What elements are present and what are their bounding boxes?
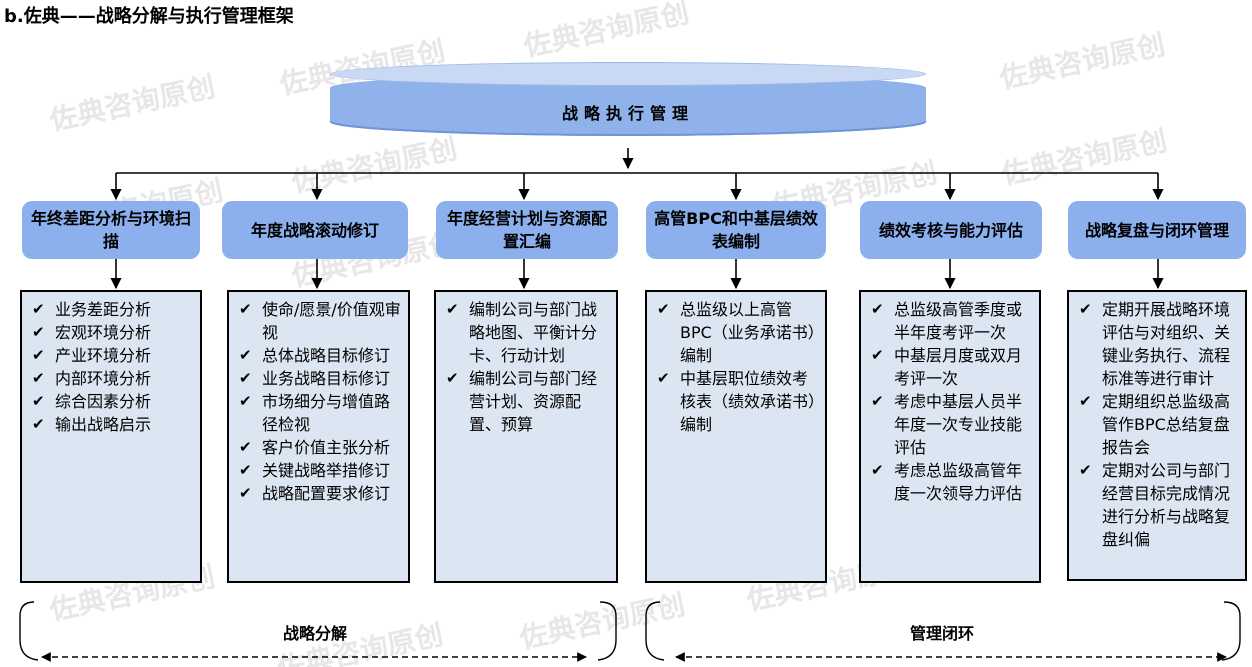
cylinder-label: 战略执行管理 — [561, 104, 694, 123]
check-icon: ✔ — [239, 484, 252, 502]
stage-detail-box: ✔定期开展战略环境评估与对组织、关键业务执行、流程标准等进行审计 ✔定期组织总监… — [1067, 290, 1247, 581]
list-item: ✔战略配置要求修订 — [239, 484, 391, 503]
check-icon: ✔ — [32, 323, 45, 341]
stage-header: 年度战略滚动修订 — [222, 201, 408, 259]
list-item: ✔中基层职位绩效考核表（绩效承诺书）编制 — [657, 369, 817, 434]
check-icon: ✔ — [657, 369, 670, 387]
list-item: ✔输出战略启示 — [32, 415, 152, 434]
check-icon: ✔ — [871, 461, 884, 479]
check-icon: ✔ — [871, 346, 884, 364]
check-icon: ✔ — [871, 300, 884, 318]
list-item: ✔考虑中基层人员半年度一次专业技能评估 — [871, 392, 1023, 457]
check-icon: ✔ — [32, 300, 45, 318]
stage-header: 高管BPC和中基层绩效表编制 — [646, 201, 826, 259]
phase-bracket-left — [19, 601, 39, 661]
list-item: ✔客户价值主张分析 — [239, 438, 391, 457]
cylinder-top — [330, 62, 926, 86]
stage-header: 战略复盘与闭环管理 — [1068, 201, 1246, 259]
stage-detail-box: ✔总监级以上高管BPC（业务承诺书）编制 ✔中基层职位绩效考核表（绩效承诺书）编… — [645, 290, 827, 583]
list-item: ✔定期开展战略环境评估与对组织、关键业务执行、流程标准等进行审计 — [1079, 300, 1231, 388]
list-item: ✔业务战略目标修订 — [239, 369, 391, 388]
list-item: ✔宏观环境分析 — [32, 323, 152, 342]
page-title: b.佐典——战略分解与执行管理框架 — [4, 6, 294, 27]
check-icon: ✔ — [32, 392, 45, 410]
stage-header: 年终差距分析与环境扫描 — [22, 201, 200, 259]
list-item: ✔编制公司与部门战略地图、平衡计分卡、行动计划 — [446, 300, 598, 365]
check-icon: ✔ — [239, 346, 252, 364]
strategy-execution-management-node: 战略执行管理 — [330, 62, 926, 148]
list-item: ✔总监级以上高管BPC（业务承诺书）编制 — [657, 300, 816, 365]
list-item: ✔定期对公司与部门经营目标完成情况进行分析与战略复盘纠偏 — [1079, 461, 1231, 549]
check-icon: ✔ — [871, 392, 884, 410]
check-icon: ✔ — [1079, 461, 1092, 479]
list-item: ✔关键战略举措修订 — [239, 461, 391, 480]
stage-detail-box: ✔业务差距分析 ✔宏观环境分析 ✔产业环境分析 ✔内部环境分析 ✔综合因素分析 … — [20, 290, 202, 583]
stage-detail-box: ✔总监级高管季度或半年度考评一次 ✔中基层月度或双月考评一次 ✔考虑中基层人员半… — [859, 290, 1041, 583]
stage-header: 绩效考核与能力评估 — [860, 201, 1042, 259]
phase-bracket-right — [645, 601, 665, 661]
stage-header: 年度经营计划与资源配置汇编 — [436, 201, 618, 259]
stage-detail-box: ✔使命/愿景/价值观审视 ✔总体战略目标修订 ✔业务战略目标修订 ✔市场细分与增… — [227, 290, 410, 583]
list-item: ✔市场细分与增值路径检视 — [239, 392, 391, 434]
check-icon: ✔ — [239, 438, 252, 456]
check-icon: ✔ — [32, 369, 45, 387]
list-item: ✔总体战略目标修订 — [239, 346, 391, 365]
list-item: ✔业务差距分析 — [32, 300, 152, 319]
check-icon: ✔ — [32, 415, 45, 433]
list-item: ✔编制公司与部门经营计划、资源配置、预算 — [446, 369, 598, 434]
list-item: ✔定期组织总监级高管作BPC总结复盘报告会 — [1079, 392, 1231, 457]
list-item: ✔总监级高管季度或半年度考评一次 — [871, 300, 1023, 342]
list-item: ✔产业环境分析 — [32, 346, 152, 365]
check-icon: ✔ — [239, 300, 252, 318]
phase-label-strategy-decomposition: 战略分解 — [283, 624, 348, 643]
check-icon: ✔ — [446, 369, 459, 387]
check-icon: ✔ — [239, 461, 252, 479]
check-icon: ✔ — [446, 300, 459, 318]
check-icon: ✔ — [657, 300, 670, 318]
check-icon: ✔ — [239, 392, 252, 410]
list-item: ✔综合因素分析 — [32, 392, 152, 411]
phase-label-management-loop: 管理闭环 — [910, 624, 975, 643]
check-icon: ✔ — [32, 346, 45, 364]
check-icon: ✔ — [1079, 392, 1092, 410]
list-item: ✔中基层月度或双月考评一次 — [871, 346, 1023, 388]
list-item: ✔使命/愿景/价值观审视 — [239, 300, 401, 342]
phase-bracket-right — [1221, 601, 1241, 661]
check-icon: ✔ — [1079, 300, 1092, 318]
phase-bracket-left — [597, 601, 617, 661]
list-item: ✔内部环境分析 — [32, 369, 152, 388]
check-icon: ✔ — [239, 369, 252, 387]
list-item: ✔考虑总监级高管年度一次领导力评估 — [871, 461, 1023, 503]
stage-detail-box: ✔编制公司与部门战略地图、平衡计分卡、行动计划 ✔编制公司与部门经营计划、资源配… — [434, 290, 618, 583]
